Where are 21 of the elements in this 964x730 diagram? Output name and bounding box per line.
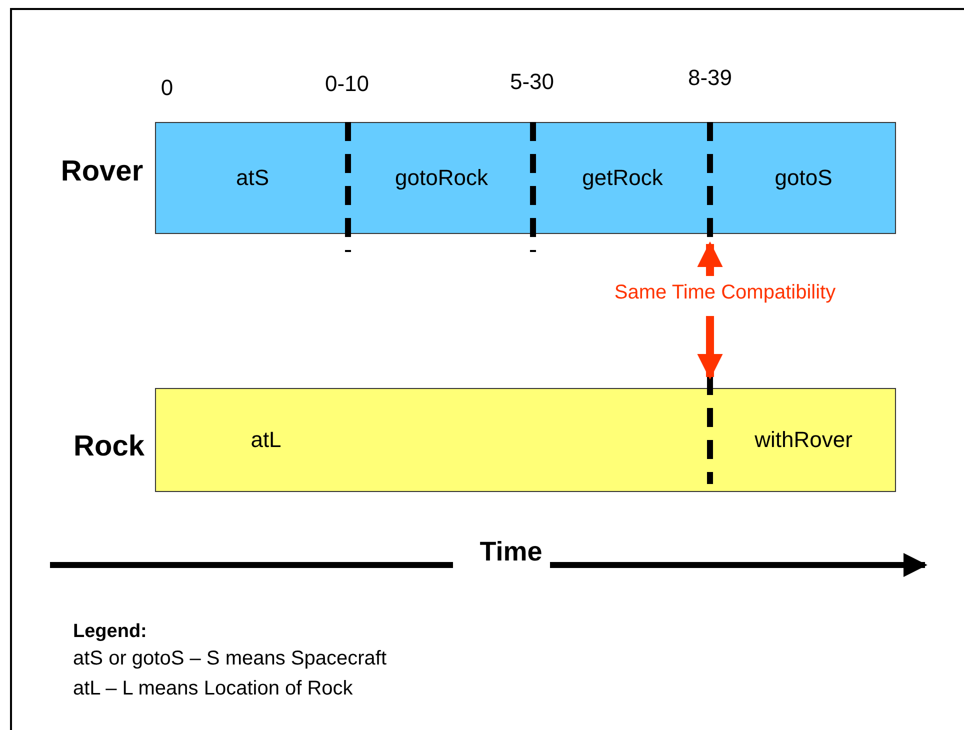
timeline-bar: [155, 122, 896, 234]
legend-text: atL – L means Location of Rock: [73, 678, 353, 700]
state-label: gotoRock: [395, 165, 488, 191]
axis-label: Time: [480, 536, 542, 568]
state-label: withRover: [754, 427, 852, 453]
tick-label: 5-30: [510, 69, 554, 95]
arrow: [697, 241, 723, 276]
state-label: getRock: [582, 165, 663, 191]
tick-label: 0: [160, 75, 174, 101]
timeline-bar: [155, 388, 896, 492]
constraint-label: Same Time Compatibility: [614, 282, 836, 304]
state-label: atS: [236, 165, 270, 191]
legend-heading: Legend:: [73, 621, 147, 643]
arrow: [697, 316, 723, 380]
timeline-heading: Rover: [60, 156, 144, 188]
timeline-heading: Rock: [74, 430, 144, 464]
state-label: atL: [250, 427, 282, 453]
tick-label: 0-10: [324, 71, 370, 97]
legend-text: atS or gotoS – S means Spacecraft: [73, 648, 387, 670]
tick-label: 8-39: [688, 65, 732, 91]
state-label: gotoS: [774, 165, 832, 191]
